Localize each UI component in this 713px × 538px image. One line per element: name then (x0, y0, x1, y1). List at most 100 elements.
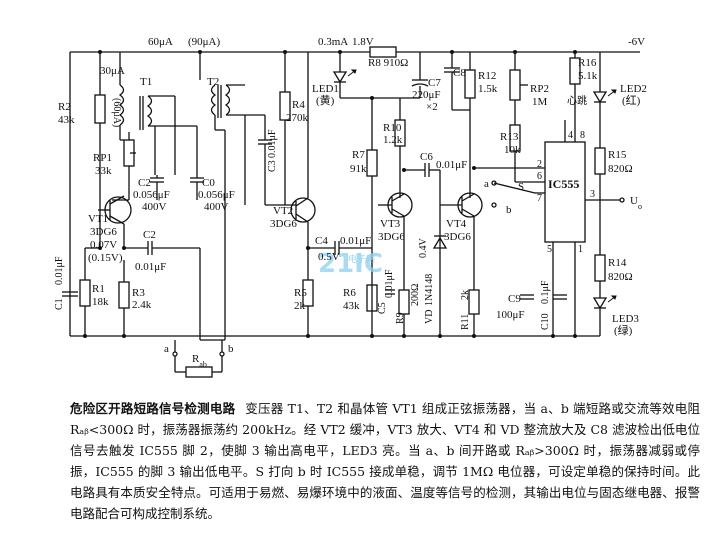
c9-label: C9 (508, 293, 521, 305)
r14-value: 820Ω (608, 271, 633, 283)
component-labels: -6V 60μA (90μA) 0.3mA 1.8V R8 910Ω 30μA … (54, 36, 647, 369)
r9-label: R9 (395, 312, 406, 324)
ic555-label: IC555 (548, 177, 579, 191)
c2a-voltage: 400V (142, 201, 167, 213)
current-90ua: (90μA) (188, 36, 221, 48)
led1-color: (黄) (316, 93, 335, 107)
c1-value: 0.01μF (54, 256, 65, 285)
c5-value: 0.01μF (384, 269, 395, 298)
rp2-value: 1M (532, 96, 548, 108)
r3-label: R3 (132, 287, 145, 299)
t2-label: T2 (207, 76, 219, 88)
c4-value: 0.01μF (340, 235, 371, 247)
pin-2: 2 (537, 159, 542, 170)
c7-label: C7 (428, 77, 441, 89)
caption-body: 变压器 T1、T2 和晶体管 VT1 组成正弦振荡器，当 a、b 端短路或交流等… (70, 401, 700, 521)
r14-label: R14 (608, 257, 627, 269)
pin-4: 4 (568, 130, 573, 141)
r12-label: R12 (478, 70, 496, 82)
led3-color: (绿) (614, 323, 633, 337)
switch-pos-a: a (484, 178, 489, 190)
rp1-value: 33k (95, 165, 112, 177)
vt4-label: VT4 (446, 218, 467, 230)
circuit-schematic: 21IC 电子网 -6V 60μA (90μA) 0.3mA 1.8V R8 9… (54, 36, 647, 378)
c0-value: 0.056μF (198, 189, 235, 201)
rab-label: Rab (192, 353, 207, 369)
c9-value: 100μF (496, 309, 525, 321)
c0-label: C0 (202, 177, 215, 189)
r12-value: 1.5k (478, 83, 498, 95)
r3-value: 2.4k (132, 299, 152, 311)
supply-label: -6V (628, 36, 645, 48)
c6-label: C6 (420, 151, 433, 163)
pin-7: 7 (537, 193, 542, 204)
c3-value: 0.01μF (267, 129, 278, 158)
voltage-05v: 0.5V (318, 251, 340, 263)
voltage-04v: 0.4V (418, 238, 429, 259)
pin-3: 3 (590, 189, 595, 200)
r6-value: 43k (343, 300, 360, 312)
r2-label: R2 (58, 101, 71, 113)
r15-value: 820Ω (608, 163, 633, 175)
handwritten-note: 心跳 (567, 94, 587, 107)
switch-pos-b: b (506, 204, 512, 216)
pin-5: 5 (547, 244, 552, 255)
r13-value: 10k (504, 144, 521, 156)
vt2-type: 3DG6 (270, 218, 297, 230)
c10-value: 0.1μF (540, 280, 551, 304)
output-label: Uo (630, 195, 642, 211)
c10-label: C10 (540, 313, 551, 330)
current-30ua: 30μA (100, 65, 125, 77)
terminal-b: b (228, 343, 234, 355)
c1-label: C1 (54, 298, 65, 310)
r4-label: R4 (292, 99, 305, 111)
r11-value: 2k (460, 290, 471, 300)
r2-value: 43k (58, 114, 75, 126)
c5-label: C5 (377, 302, 388, 314)
vt1-voltage: 0.07V (90, 239, 117, 251)
c8-label: C8 (453, 67, 466, 79)
pin-8: 8 (580, 130, 585, 141)
c2-value: 0.01μF (135, 261, 166, 273)
vd-type: 1N4148 (424, 274, 435, 306)
rp1-label: RP1 (93, 152, 112, 164)
r11-label: R11 (460, 314, 471, 330)
switch-label: S (518, 181, 524, 193)
r16-label: R16 (578, 57, 597, 69)
r1-value: 18k (92, 296, 109, 308)
vt3-type: 3DG6 (378, 231, 405, 243)
r5-value: 2k (294, 300, 306, 312)
caption-title: 危险区开路短路信号检测电路 (70, 401, 236, 416)
pin-6: 6 (537, 171, 542, 182)
c7-value: 220μF (412, 89, 441, 101)
t1-label: T1 (140, 76, 152, 88)
vt3-label: VT3 (380, 218, 401, 230)
led3-label: LED3 (612, 313, 639, 325)
r13-label: R13 (500, 131, 519, 143)
c7-count: ×2 (426, 101, 438, 113)
r4-value: 270k (286, 112, 309, 124)
watermark-logo: 21IC (318, 249, 383, 279)
c2a-label: C2 (138, 177, 151, 189)
r7-value: 91k (350, 163, 367, 175)
c6-value: 0.01μF (436, 159, 467, 171)
watermark-subtext: 电子网 (348, 253, 375, 265)
c3-label: C3 (267, 160, 278, 172)
r15-label: R15 (608, 149, 627, 161)
vt1-type: 3DG6 (90, 226, 117, 238)
led1-label: LED1 (312, 83, 339, 95)
c2-label: C2 (143, 229, 156, 241)
r9-value: 200Ω (410, 284, 421, 306)
r8-label: R8 910Ω (368, 57, 408, 69)
pin-1: 1 (578, 244, 583, 255)
r5-label: R5 (294, 287, 307, 299)
c2a-value: 0.056μF (133, 189, 170, 201)
voltage-18v: 1.8V (352, 36, 374, 48)
figure-caption: 危险区开路短路信号检测电路变压器 T1、T2 和晶体管 VT1 组成正弦振荡器，… (70, 398, 700, 524)
r10-label: R10 (383, 122, 402, 134)
r6-label: R6 (343, 287, 356, 299)
vt2-label: VT2 (273, 205, 293, 217)
vt4-type: 3DG6 (444, 231, 471, 243)
c0-voltage: 400V (204, 201, 229, 213)
r16-value: 5.1k (578, 70, 598, 82)
